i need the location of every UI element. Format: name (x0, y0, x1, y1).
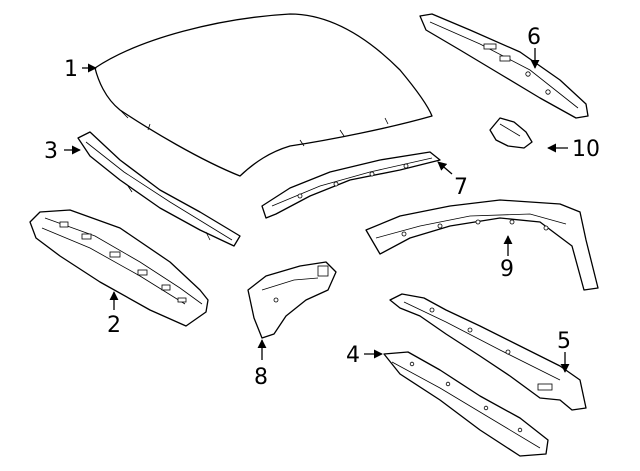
callout-7: 7 (454, 175, 468, 200)
callout-10: 10 (572, 137, 600, 162)
part-front-header[interactable] (29, 209, 209, 327)
part-lower-side-rail[interactable] (383, 351, 549, 457)
callout-3: 3 (44, 139, 58, 164)
callout-5: 5 (557, 329, 571, 354)
part-rear-side-bracket[interactable] (389, 293, 587, 411)
callout-6: 6 (527, 25, 541, 50)
part-roof-panel[interactable] (94, 13, 433, 177)
callout-4: 4 (346, 343, 360, 368)
part-rear-roof-bow[interactable] (261, 151, 441, 219)
callout-2: 2 (107, 313, 121, 338)
callout-8: 8 (254, 365, 268, 390)
part-upper-reinforcement[interactable] (419, 13, 589, 119)
part-pillar-bracket[interactable] (247, 261, 337, 339)
part-front-rail[interactable] (77, 131, 241, 247)
callout-9: 9 (500, 257, 514, 282)
part-rear-side-rail[interactable] (365, 199, 599, 291)
part-small-bracket[interactable] (489, 117, 533, 149)
leader-7 (437, 161, 453, 175)
callout-1: 1 (64, 57, 78, 82)
